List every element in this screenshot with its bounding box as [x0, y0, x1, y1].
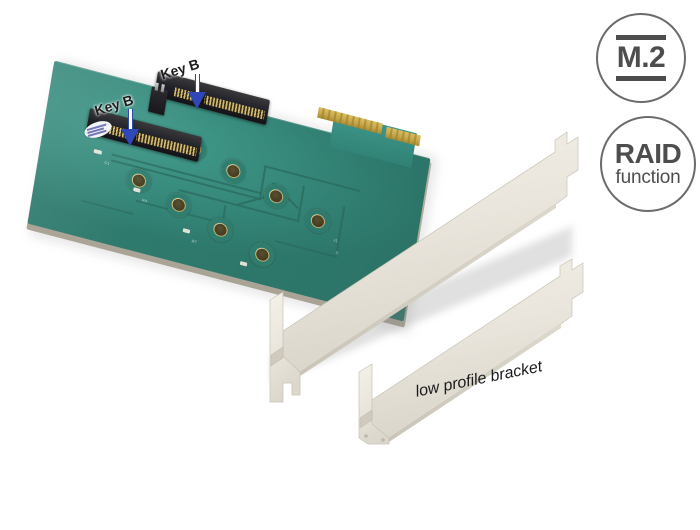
raid-badge-sublabel: function — [615, 167, 681, 188]
m2-badge-rule-bottom — [616, 76, 666, 81]
full-height-bracket-foot — [269, 291, 301, 403]
m2-badge: M.2 — [596, 13, 686, 103]
low-profile-bracket-hook-notch — [359, 409, 373, 429]
bracket-hook-notch — [270, 346, 284, 367]
bracket-screw-hole — [381, 438, 385, 442]
m2-badge-label: M.2 — [616, 41, 666, 74]
bracket-screw-hole — [364, 434, 368, 438]
bracket-underside-edge — [300, 204, 556, 376]
m2-badge-rule-top — [616, 35, 666, 40]
raid-badge: RAID function — [600, 116, 696, 212]
raid-badge-label: RAID — [614, 138, 682, 169]
low-profile-bracket-underside-edge — [389, 324, 561, 442]
